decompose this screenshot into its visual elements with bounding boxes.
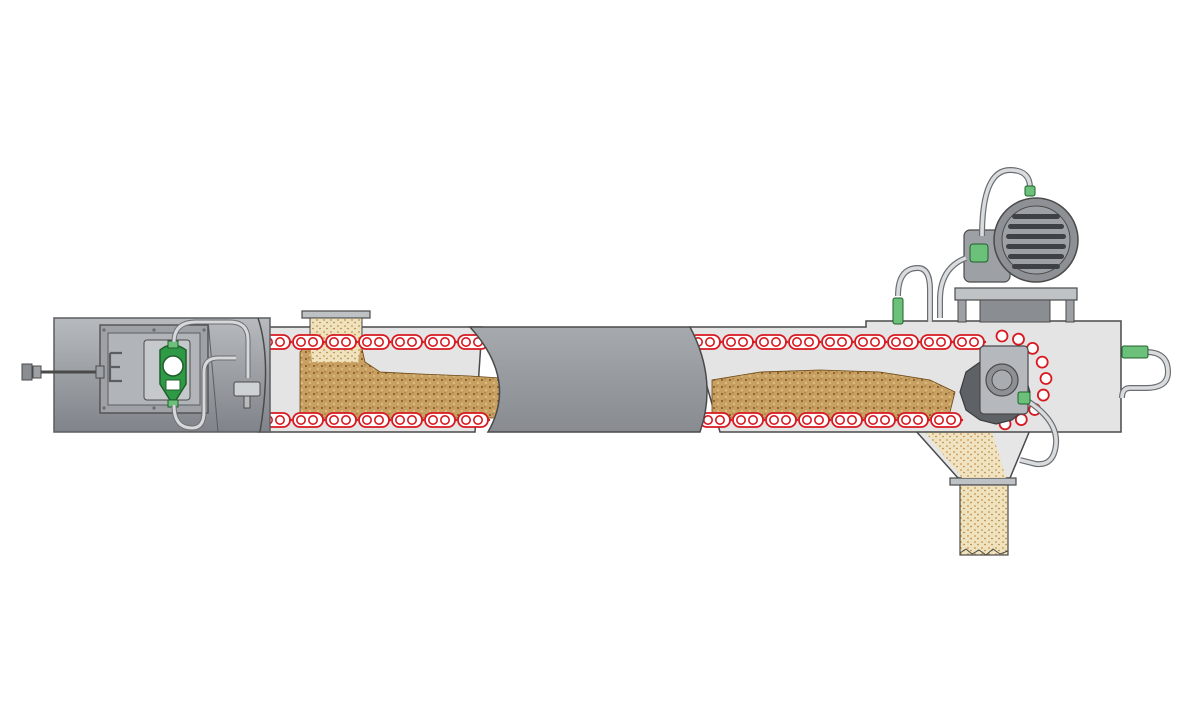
motor-hose (895, 166, 1172, 468)
chain-link (765, 412, 799, 428)
drive-motor-icon (954, 197, 1079, 323)
tension-bolt-icon (21, 363, 105, 381)
chain-link (391, 412, 425, 428)
chain-link (424, 334, 458, 350)
chain-link (457, 412, 491, 428)
chain-link (292, 334, 326, 350)
chain-link (325, 334, 359, 350)
chain-link (732, 412, 766, 428)
chain-link (1039, 372, 1053, 385)
chain-link (995, 329, 1009, 343)
speed-sensor-icon (159, 340, 187, 408)
junction-box-icon (233, 381, 261, 409)
chain-link (831, 412, 865, 428)
casing-cutaway-cover (468, 326, 708, 433)
chain-link (821, 334, 855, 350)
chain-link (953, 334, 987, 350)
chain-link (358, 412, 392, 428)
outlet-chute-icon (913, 429, 1032, 556)
chain-link (864, 412, 898, 428)
chain-link (755, 334, 789, 350)
hose-fitting (892, 185, 1149, 405)
chain-link (699, 412, 733, 428)
chain-link (391, 334, 425, 350)
chain-link (798, 412, 832, 428)
chain-link (897, 412, 931, 428)
chain-link (854, 334, 888, 350)
chain-link (788, 334, 822, 350)
chain-link (920, 334, 954, 350)
chain-link (930, 412, 964, 428)
sensor-cable (171, 319, 251, 431)
chain-link (424, 412, 458, 428)
chain-link (1036, 388, 1050, 402)
chain-link (887, 334, 921, 350)
chain-link (1026, 341, 1039, 355)
chain-link (1035, 355, 1049, 369)
chain-link (1012, 332, 1025, 346)
chain-link (358, 334, 392, 350)
chain-link (722, 334, 756, 350)
chain-link (325, 412, 359, 428)
chain-link (292, 412, 326, 428)
drive-sprocket-icon (959, 345, 1031, 425)
